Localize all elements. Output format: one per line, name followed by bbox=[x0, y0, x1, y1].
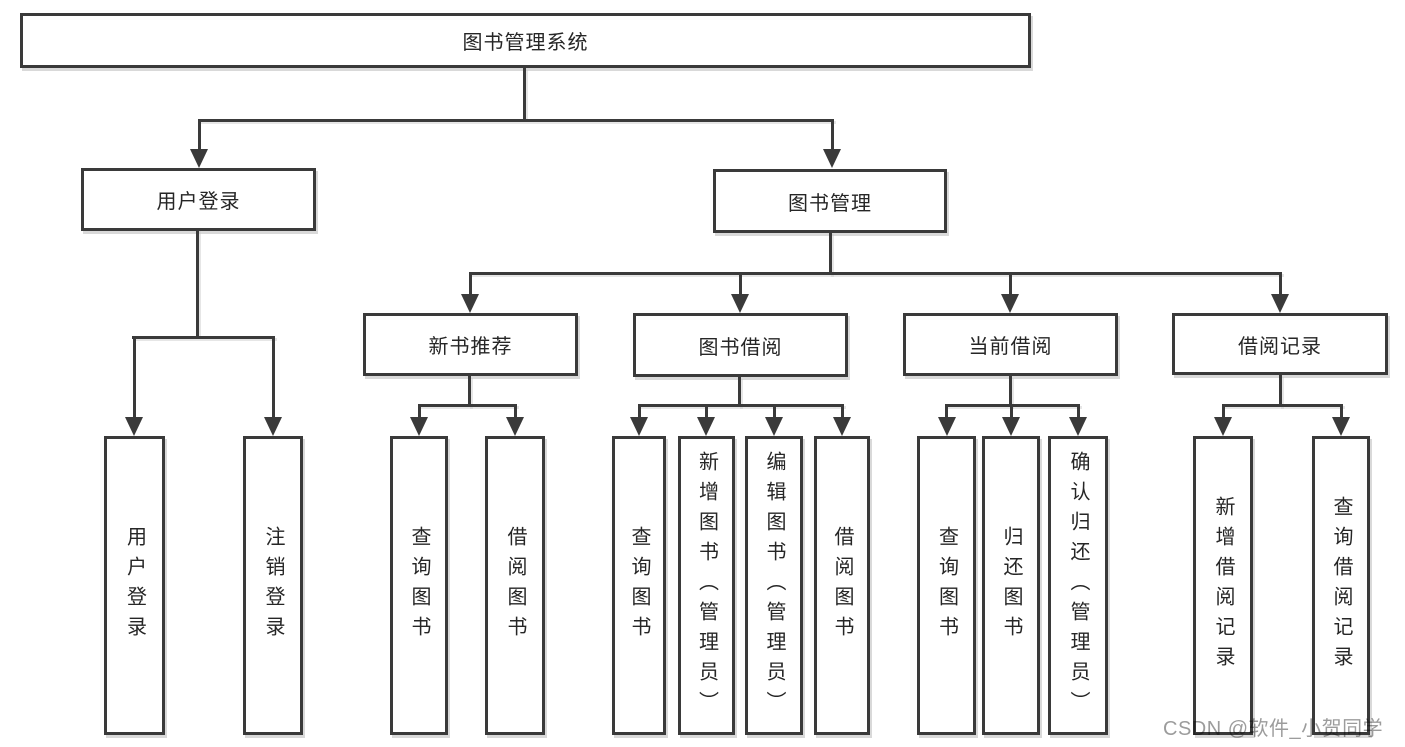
leaf-borrow-borrow-books: 借阅图书 bbox=[814, 436, 870, 735]
connector-arrow-down bbox=[1278, 272, 1282, 294]
node-label: 图书借阅 bbox=[698, 336, 783, 359]
connector-arrow-down bbox=[468, 272, 472, 294]
leaf-label: 查询图书 bbox=[628, 525, 650, 646]
leaf-label: 查询借阅记录 bbox=[1330, 495, 1352, 676]
node-user-login: 用户登录 bbox=[81, 168, 316, 231]
connector-arrow-down bbox=[1076, 404, 1080, 417]
leaf-label: 注销登录 bbox=[262, 525, 284, 646]
connector-line bbox=[468, 272, 1282, 275]
connector-line bbox=[196, 229, 199, 336]
connector-arrow-down bbox=[1221, 404, 1225, 417]
connector-arrow-down bbox=[840, 404, 844, 417]
connector-arrow-down bbox=[1339, 404, 1343, 417]
leaf-borrow-edit-books-admin: 编辑图书（管理员） bbox=[745, 436, 803, 735]
node-book-borrow: 图书借阅 bbox=[633, 313, 848, 377]
connector-arrow-down bbox=[738, 272, 742, 294]
connector-arrow-down bbox=[417, 404, 421, 417]
node-book-management: 图书管理 bbox=[713, 169, 947, 233]
leaf-newbook-borrow-books: 借阅图书 bbox=[485, 436, 545, 735]
connector-line bbox=[198, 119, 834, 122]
node-new-book-recommend: 新书推荐 bbox=[363, 313, 578, 376]
connector-line bbox=[1221, 404, 1343, 407]
leaf-label: 编辑图书（管理员） bbox=[763, 450, 785, 721]
leaf-current-return-books: 归还图书 bbox=[982, 436, 1040, 735]
leaf-label: 借阅图书 bbox=[831, 525, 853, 646]
leaf-label: 查询图书 bbox=[408, 525, 430, 646]
leaf-borrow-add-books-admin: 新增图书（管理员） bbox=[678, 436, 735, 735]
leaf-current-confirm-return-admin: 确认归还（管理员） bbox=[1048, 436, 1108, 735]
leaf-current-query-books: 查询图书 bbox=[917, 436, 976, 735]
node-label: 新书推荐 bbox=[428, 336, 513, 358]
connector-arrow-down bbox=[197, 119, 201, 149]
node-label: 用户登录 bbox=[156, 191, 241, 213]
leaf-logout: 注销登录 bbox=[243, 436, 303, 735]
connector-line bbox=[523, 68, 526, 119]
connector-arrow-down bbox=[772, 404, 776, 417]
connector-arrow-down bbox=[704, 404, 708, 417]
node-library-system: 图书管理系统 bbox=[20, 13, 1031, 68]
leaf-label: 归还图书 bbox=[1000, 525, 1022, 646]
connector-line bbox=[945, 404, 1080, 407]
connector-arrow-down bbox=[271, 336, 275, 417]
connector-arrow-down bbox=[1009, 404, 1013, 417]
connector-arrow-down bbox=[132, 336, 136, 417]
leaf-records-query-record: 查询借阅记录 bbox=[1312, 436, 1370, 735]
connector-line bbox=[828, 232, 832, 275]
node-label: 借阅记录 bbox=[1238, 335, 1322, 358]
node-label: 图书管理 bbox=[788, 192, 872, 215]
connector-line bbox=[417, 404, 517, 407]
node-label: 图书管理系统 bbox=[462, 32, 589, 54]
node-label: 当前借阅 bbox=[968, 336, 1053, 358]
connector-arrow-down bbox=[830, 119, 834, 149]
node-borrow-records: 借阅记录 bbox=[1172, 313, 1388, 375]
leaf-label: 新增借阅记录 bbox=[1212, 495, 1234, 676]
connector-arrow-down bbox=[637, 404, 641, 417]
connector-line bbox=[132, 336, 275, 339]
connector-line bbox=[1278, 375, 1282, 407]
connector-arrow-down bbox=[513, 404, 517, 417]
connector-arrow-down bbox=[945, 404, 948, 417]
leaf-newbook-query-books: 查询图书 bbox=[390, 436, 448, 735]
watermark-text: CSDN @软件_小贺同学 bbox=[1163, 718, 1384, 740]
leaf-borrow-query-books: 查询图书 bbox=[612, 436, 666, 735]
connector-line bbox=[467, 376, 471, 407]
leaf-user-login: 用户登录 bbox=[104, 436, 165, 735]
leaf-label: 新增图书（管理员） bbox=[695, 450, 718, 721]
connector-arrow-down bbox=[1008, 272, 1012, 294]
leaf-label: 确认归还（管理员） bbox=[1067, 450, 1089, 721]
node-current-borrow: 当前借阅 bbox=[903, 313, 1118, 376]
leaf-label: 用户登录 bbox=[123, 525, 146, 646]
leaf-label: 查询图书 bbox=[935, 525, 958, 646]
leaf-records-add-record: 新增借阅记录 bbox=[1193, 436, 1253, 735]
connector-line bbox=[637, 404, 844, 407]
leaf-label: 借阅图书 bbox=[504, 525, 526, 646]
connector-line bbox=[1009, 376, 1012, 407]
connector-line bbox=[737, 377, 741, 407]
